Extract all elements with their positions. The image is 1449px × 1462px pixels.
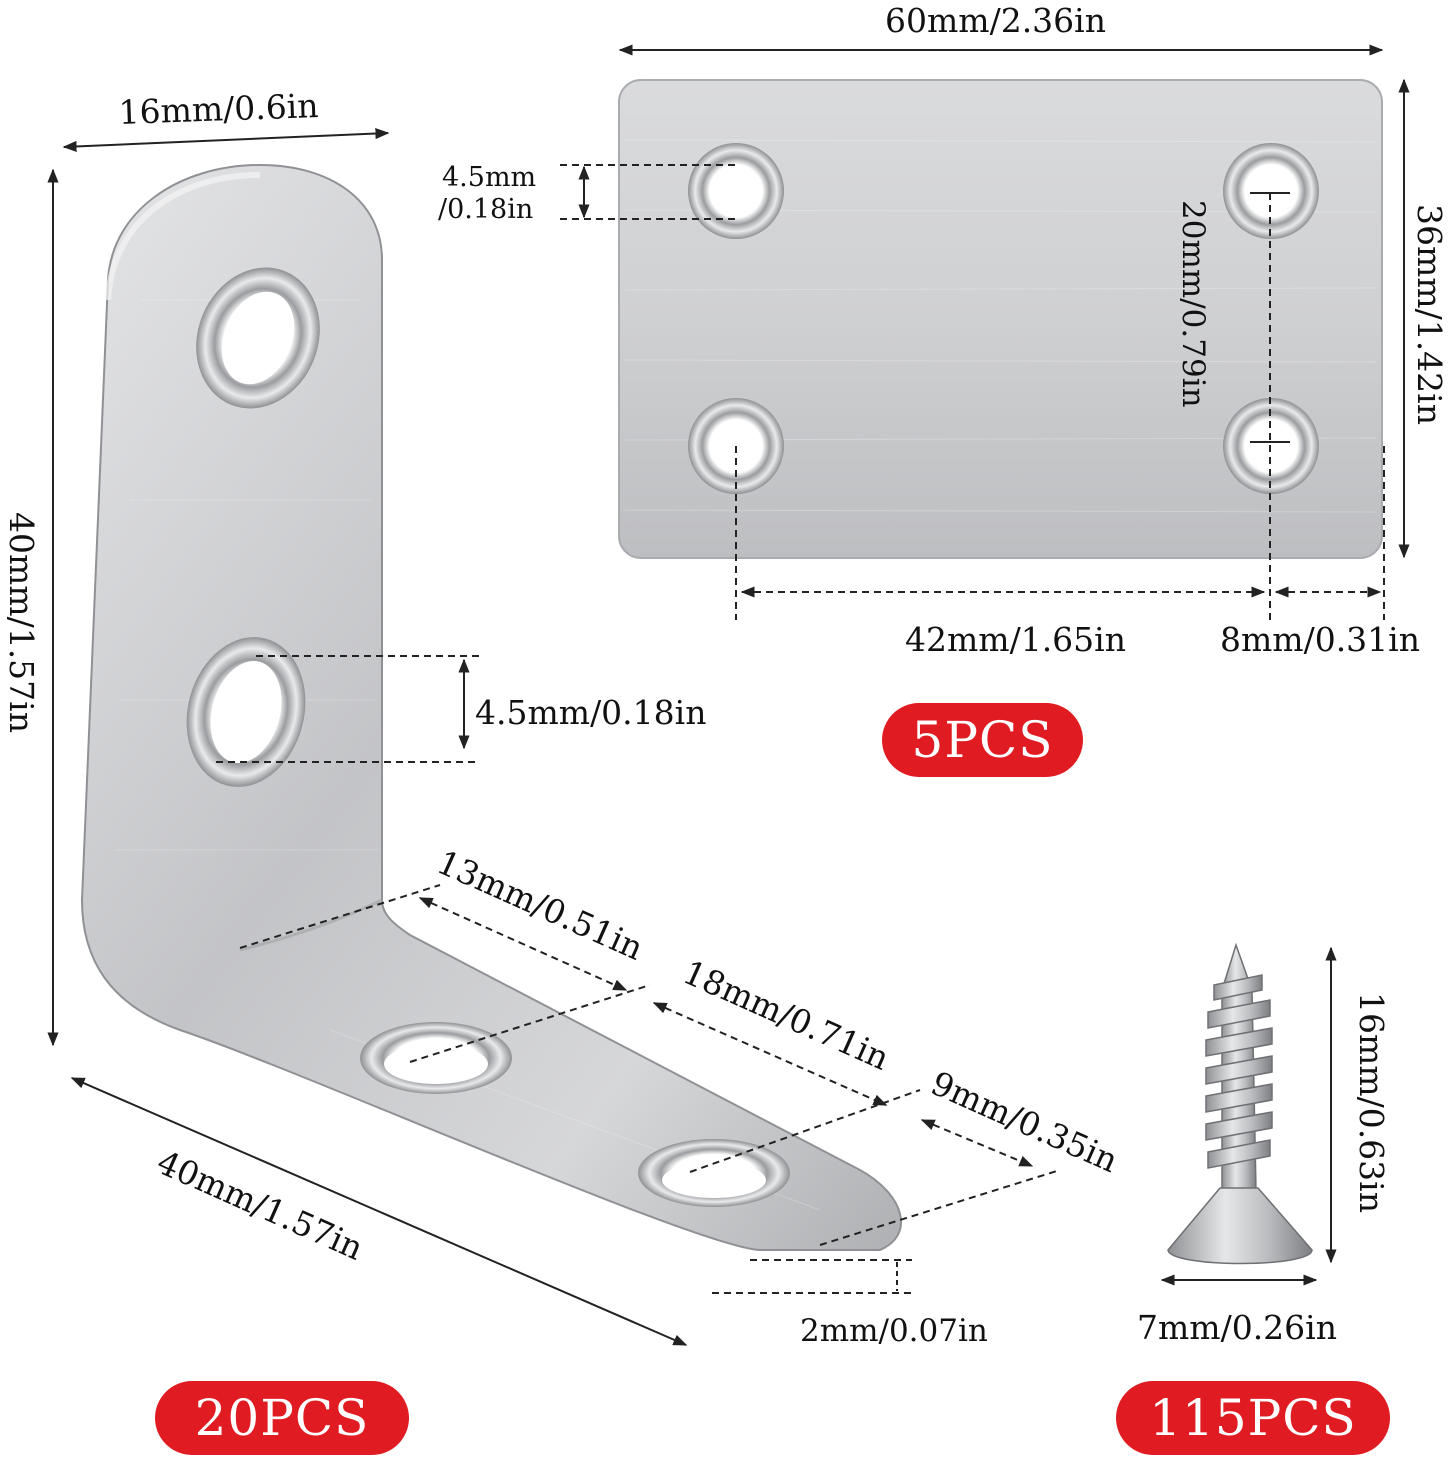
plate-hole-spacing-vertical-label: 20mm/0.79in: [1175, 200, 1211, 408]
plate-hole-label-line2: /0.18in: [438, 194, 534, 225]
plate-hole: [1223, 143, 1319, 239]
screw-quantity-badge: 115PCS: [1116, 1381, 1390, 1455]
screw-dimension-lines: [1160, 946, 1337, 1286]
plate-width-label: 60mm/2.36in: [885, 1, 1106, 40]
bracket-dimension-lines: [47, 127, 1061, 1346]
screw-head-label: 7mm/0.26in: [1137, 1308, 1337, 1347]
screw-illustration: [1167, 942, 1313, 1265]
plate-height-label: 36mm/1.42in: [1410, 204, 1449, 425]
plate-quantity-badge: 5PCS: [882, 703, 1083, 777]
bracket-width-label: 16mm/0.6in: [117, 86, 320, 132]
plate-dimension-lines: [560, 44, 1410, 620]
bracket-hole-label: 4.5mm/0.18in: [475, 693, 707, 732]
plate-hole: [688, 143, 784, 239]
bracket-height-label: 40mm/1.57in: [2, 512, 41, 733]
flat-plate-illustration: [618, 79, 1383, 559]
bracket-hole: [638, 1139, 790, 1207]
bracket-thickness-label: 2mm/0.07in: [800, 1313, 988, 1349]
bracket-quantity-badge: 20PCS: [155, 1381, 409, 1455]
screw-length-label: 16mm/0.63in: [1352, 992, 1391, 1213]
bracket-hole: [186, 637, 306, 787]
plate-hole-spacing-horizontal-label: 42mm/1.65in: [905, 620, 1126, 659]
plate-hole-label-line1: 4.5mm: [442, 162, 537, 193]
bracket-hole: [360, 1022, 512, 1094]
plate-edge-offset-label: 8mm/0.31in: [1220, 620, 1420, 659]
bracket-hole: [196, 267, 320, 409]
